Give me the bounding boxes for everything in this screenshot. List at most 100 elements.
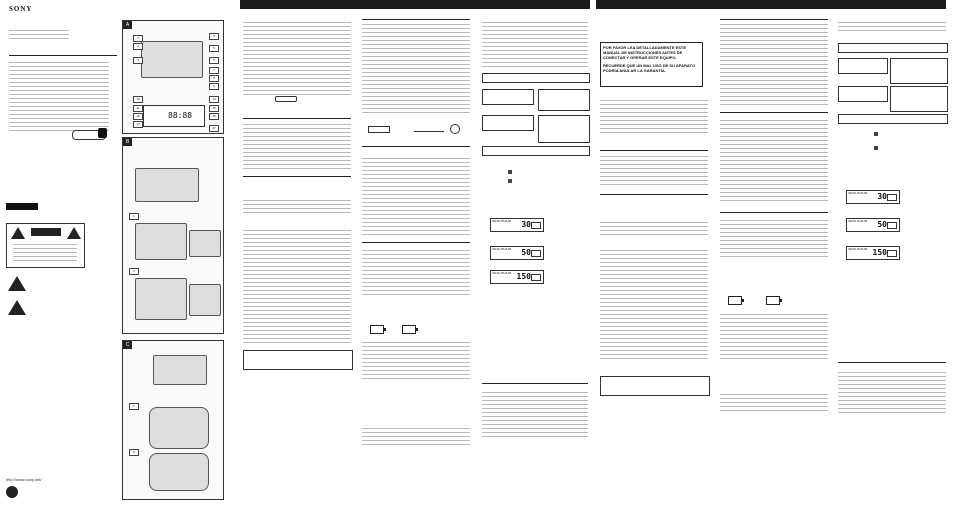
section-rule — [362, 19, 470, 20]
model-block — [6, 203, 38, 210]
flow-box — [482, 115, 534, 131]
warning-text: RECUERDE QUE UN MAL USO DE SU APARATO PO… — [603, 63, 696, 73]
section-rule — [362, 242, 470, 243]
panel-b: B 1 2 — [122, 137, 224, 334]
text-block — [720, 24, 828, 108]
flow-box — [838, 58, 888, 74]
section-rule — [362, 146, 470, 147]
lcd-value: 30 — [877, 192, 887, 201]
step-number: 1 — [129, 213, 139, 220]
header-bar-spanish — [596, 0, 946, 9]
outlet-icon — [450, 124, 460, 134]
flow-box — [482, 73, 590, 83]
charger-illustration — [141, 41, 203, 78]
callout-number: 9 — [209, 83, 219, 90]
spanish-col-1 — [600, 0, 710, 505]
text-block — [482, 392, 588, 440]
table-lines — [243, 200, 351, 216]
text-block — [243, 22, 351, 98]
caution-box — [6, 223, 85, 268]
section-rule — [720, 112, 828, 113]
text-block — [838, 372, 946, 416]
text-block — [243, 230, 351, 346]
english-col-2 — [362, 0, 472, 505]
callout-number: 11 — [133, 105, 143, 112]
battery-insert-illustration — [135, 278, 187, 320]
step-number: 2 — [129, 449, 139, 456]
step-badge — [874, 132, 878, 136]
lcd-display: INFOLITHIUM 150 — [490, 270, 544, 284]
text-block — [362, 342, 470, 382]
text-block — [362, 250, 470, 298]
text-block — [838, 22, 946, 34]
section-rule — [600, 150, 708, 151]
step-badge — [508, 179, 512, 183]
caution-label — [31, 228, 61, 236]
lcd-label: INFOLITHIUM — [492, 271, 512, 275]
callout-number: 17 — [209, 125, 219, 132]
flow-box — [538, 89, 590, 111]
infolithium-l-badge — [98, 128, 107, 138]
battery-icon — [402, 325, 418, 334]
text-block — [362, 158, 470, 238]
plug-icon — [414, 126, 444, 132]
note-box — [600, 376, 710, 396]
step-number: 1 — [129, 403, 139, 410]
callout-number: 8 — [209, 75, 219, 82]
spanish-col-2 — [720, 0, 830, 505]
display-illustration: 88:88 — [143, 105, 205, 127]
text-block — [243, 124, 351, 172]
battery-icon — [887, 222, 897, 229]
text-block — [600, 100, 708, 136]
section-rule — [243, 118, 351, 119]
battery-icon — [531, 274, 541, 281]
website-url[interactable]: http://www.sony.net/ — [6, 477, 42, 482]
battery-icon — [766, 296, 782, 305]
callout-number: 5 — [209, 45, 219, 52]
text-block — [600, 250, 708, 362]
callout-number: 4 — [209, 33, 219, 40]
lcd-value: 50 — [521, 248, 531, 257]
battery-icon — [887, 250, 897, 257]
callout-number: 2 — [133, 43, 143, 50]
section-rule — [482, 383, 588, 384]
lcd-display: INFOLITHIUM 50 — [490, 246, 544, 260]
camcorder-illustration — [149, 407, 209, 449]
flow-box — [838, 86, 888, 102]
section-rule — [600, 194, 708, 195]
callout-number: 15 — [209, 105, 219, 112]
lcd-value: 30 — [521, 220, 531, 229]
english-col-1 — [243, 0, 353, 505]
warning-triangle-icon — [67, 227, 81, 239]
flow-box — [890, 58, 948, 84]
divider — [9, 55, 117, 56]
flow-box — [538, 115, 590, 143]
step-number: 2 — [129, 268, 139, 275]
table-lines — [362, 428, 470, 448]
warning-triangle-icon — [11, 227, 25, 239]
flow-box — [838, 43, 948, 53]
step-badge — [874, 146, 878, 150]
lcd-label: INFOLITHIUM — [848, 219, 868, 223]
flow-box — [482, 146, 590, 156]
flow-box — [482, 89, 534, 105]
cover-column: SONY http://www.sony.net/ — [0, 0, 120, 505]
flow-box — [838, 114, 948, 124]
charger-dc-illustration — [153, 355, 207, 385]
callout-number: 14 — [209, 96, 219, 103]
panel-letter: B — [123, 138, 132, 146]
battery-icon — [887, 194, 897, 201]
display-digits: 88:88 — [168, 111, 193, 120]
callout-number: 12 — [133, 113, 143, 120]
lcd-value: 150 — [516, 272, 531, 281]
section-rule — [243, 176, 351, 177]
text-block — [720, 314, 828, 362]
battery-remove-illustration — [189, 284, 221, 316]
callout-number: 16 — [209, 113, 219, 120]
lcd-label: INFOLITHIUM — [492, 247, 512, 251]
text-block — [482, 22, 588, 70]
camcorder-connect-illustration — [149, 453, 209, 491]
